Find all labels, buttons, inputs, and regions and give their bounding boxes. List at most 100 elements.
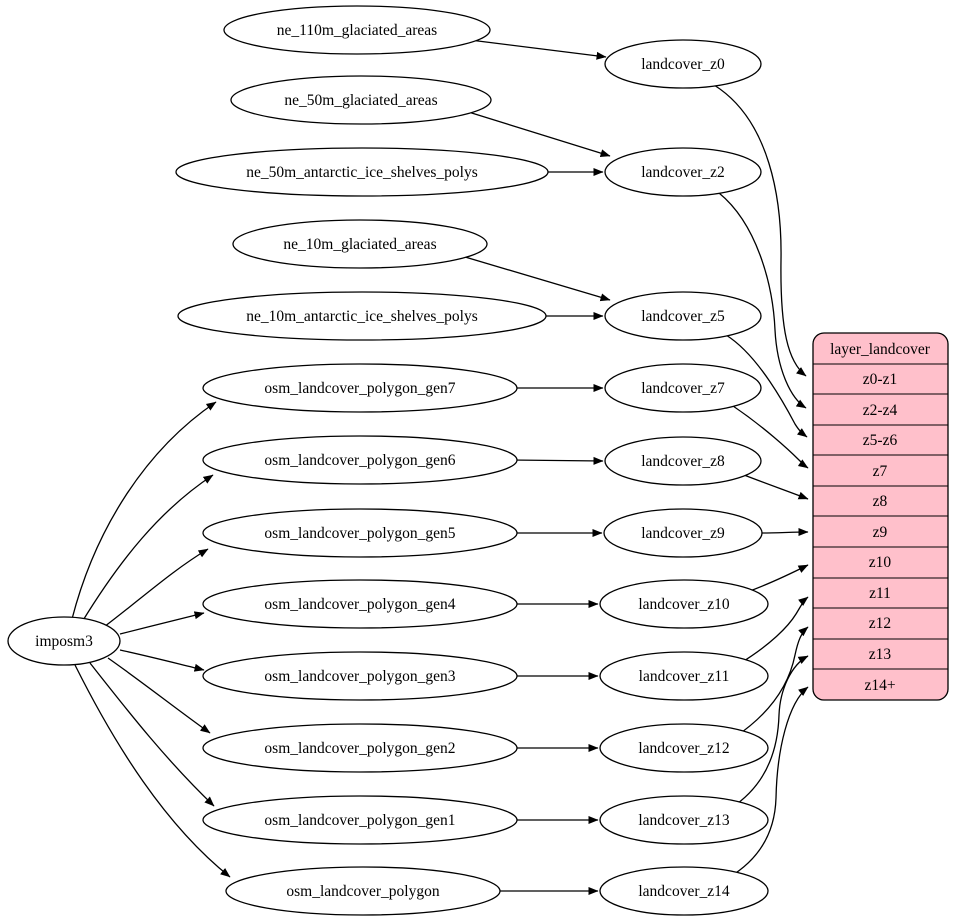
edge-imposm3-to-osm_landcover_polygon_gen1 — [89, 662, 215, 807]
source-label: osm_landcover_polygon_gen2 — [264, 740, 455, 757]
intermediate-label: landcover_z14 — [638, 883, 729, 900]
node-landcover-z0: landcover_z0 — [604, 39, 762, 89]
edge-landcover_z9-to-row-z9 — [759, 528, 809, 537]
source-label: ne_50m_glaciated_areas — [284, 92, 437, 109]
table-row-z5-z6: z5-z6 — [863, 432, 898, 449]
table-title: layer_landcover — [830, 341, 931, 358]
table-row-z9: z9 — [873, 524, 888, 541]
nodes-layer: imposm3 ne_110m_glaciated_areas ne_50m_g… — [7, 5, 949, 916]
node-osm-landcover-polygon: osm_landcover_polygon — [225, 866, 501, 916]
intermediate-ellipse — [599, 651, 769, 701]
table-row-z13: z13 — [869, 646, 892, 663]
edge-landcover_z0-to-row-z0-z1 — [713, 84, 807, 377]
intermediate-label: landcover_z12 — [638, 740, 729, 757]
node-landcover-z10: landcover_z10 — [599, 579, 769, 629]
edge-landcover_z11-to-row-z11 — [738, 596, 809, 665]
intermediate-label: landcover_z0 — [641, 56, 725, 73]
intermediate-ellipse — [599, 866, 769, 916]
source-label: osm_landcover_polygon_gen7 — [264, 380, 455, 397]
intermediate-ellipse — [604, 291, 762, 341]
edge-landcover_z7-to-row-z7 — [732, 405, 809, 469]
node-landcover-z5: landcover_z5 — [604, 291, 762, 341]
node-osm-landcover-polygon-gen7: osm_landcover_polygon_gen7 — [202, 363, 518, 413]
table-row-z10: z10 — [869, 554, 892, 571]
node-osm-landcover-polygon-gen4: osm_landcover_polygon_gen4 — [202, 579, 518, 629]
node-ne-10m-antarctic-ice-shelves-polys: ne_10m_antarctic_ice_shelves_polys — [177, 291, 547, 341]
source-label: ne_50m_antarctic_ice_shelves_polys — [246, 164, 478, 181]
table-row-z11: z11 — [869, 585, 891, 602]
edge-imposm3-to-osm_landcover_polygon_gen2 — [107, 657, 211, 734]
intermediate-ellipse — [603, 508, 763, 558]
table-row-z8: z8 — [873, 493, 888, 510]
source-ellipse — [202, 795, 518, 845]
intermediate-ellipse — [604, 363, 762, 413]
table-row-z12: z12 — [869, 615, 891, 632]
source-label: osm_landcover_polygon_gen1 — [264, 812, 455, 829]
source-label: ne_10m_antarctic_ice_shelves_polys — [246, 308, 478, 325]
intermediate-label: landcover_z7 — [641, 380, 725, 397]
intermediate-label: landcover_z13 — [638, 812, 729, 829]
edge-osm_landcover_polygon_gen6-to-landcover_z8 — [509, 456, 604, 465]
edge-imposm3-to-osm_landcover_polygon_gen6 — [81, 474, 214, 623]
source-ellipse — [225, 866, 501, 916]
node-landcover-z14: landcover_z14 — [599, 866, 769, 916]
node-landcover-z8: landcover_z8 — [604, 436, 762, 486]
table-row-z7: z7 — [873, 463, 888, 480]
intermediate-ellipse — [599, 723, 769, 773]
edge-landcover_z10-to-row-z10 — [746, 564, 809, 593]
intermediate-ellipse — [604, 436, 762, 486]
source-ellipse — [202, 651, 518, 701]
edge-ne_10m_glaciated_areas-to-landcover_z5 — [454, 253, 611, 302]
intermediate-label: landcover_z8 — [641, 453, 725, 470]
node-osm-landcover-polygon-gen2: osm_landcover_polygon_gen2 — [202, 723, 518, 773]
edge-landcover_z13-to-row-z13 — [730, 655, 809, 809]
edge-ne_50m_glaciated_areas-to-landcover_z2 — [461, 109, 611, 158]
table-row-z14plus: z14+ — [864, 677, 895, 694]
edge-landcover_z5-to-row-z5-z6 — [725, 334, 808, 438]
source-label: osm_landcover_polygon_gen5 — [264, 525, 455, 542]
source-ellipse — [177, 291, 547, 341]
edge-landcover_z2-to-row-z2-z4 — [718, 192, 807, 409]
node-layer-landcover-table: layer_landcover z0-z1 z2-z4 z5-z6 z7 z8 … — [812, 332, 949, 701]
intermediate-label: landcover_z5 — [641, 308, 725, 325]
intermediate-ellipse — [604, 39, 762, 89]
node-ne-110m-glaciated-areas: ne_110m_glaciated_areas — [223, 5, 491, 55]
source-ellipse — [230, 75, 492, 125]
node-osm-landcover-polygon-gen6: osm_landcover_polygon_gen6 — [202, 435, 518, 485]
edge-imposm3-to-osm_landcover_polygon_gen3 — [119, 649, 205, 672]
edge-imposm3-to-osm_landcover_polygon_gen7 — [71, 401, 217, 620]
source-ellipse — [175, 147, 549, 197]
intermediate-label: landcover_z9 — [641, 525, 725, 542]
node-osm-landcover-polygon-gen5: osm_landcover_polygon_gen5 — [202, 508, 518, 558]
intermediate-ellipse — [599, 795, 769, 845]
edges-layer — [71, 39, 809, 895]
node-osm-landcover-polygon-gen1: osm_landcover_polygon_gen1 — [202, 795, 518, 845]
edge-landcover_z8-to-row-z8 — [743, 474, 809, 500]
source-ellipse — [202, 363, 518, 413]
edge-imposm3-to-osm_landcover_polygon_gen4 — [119, 611, 205, 635]
source-label: ne_110m_glaciated_areas — [277, 22, 437, 39]
imposm3-label: imposm3 — [35, 633, 93, 650]
node-landcover-z7: landcover_z7 — [604, 363, 762, 413]
node-landcover-z2: landcover_z2 — [604, 147, 762, 197]
imposm3-ellipse — [7, 616, 121, 666]
source-label: osm_landcover_polygon — [286, 883, 440, 900]
source-label: osm_landcover_polygon_gen6 — [264, 452, 455, 469]
edge-imposm3-to-osm_landcover_polygon_gen5 — [99, 548, 209, 631]
source-ellipse — [202, 435, 518, 485]
node-landcover-z9: landcover_z9 — [603, 508, 763, 558]
source-ellipse — [202, 579, 518, 629]
source-ellipse — [223, 5, 491, 55]
intermediate-label: landcover_z11 — [639, 668, 730, 685]
node-landcover-z12: landcover_z12 — [599, 723, 769, 773]
node-ne-50m-antarctic-ice-shelves-polys: ne_50m_antarctic_ice_shelves_polys — [175, 147, 549, 197]
table-row-z0-z1: z0-z1 — [863, 371, 897, 388]
edge-landcover_z12-to-row-z12 — [734, 626, 809, 738]
source-ellipse — [202, 723, 518, 773]
node-imposm3: imposm3 — [7, 616, 121, 666]
node-landcover-z13: landcover_z13 — [599, 795, 769, 845]
intermediate-label: landcover_z2 — [641, 164, 725, 181]
intermediate-label: landcover_z10 — [638, 596, 729, 613]
table-row-z2-z4: z2-z4 — [863, 402, 898, 419]
